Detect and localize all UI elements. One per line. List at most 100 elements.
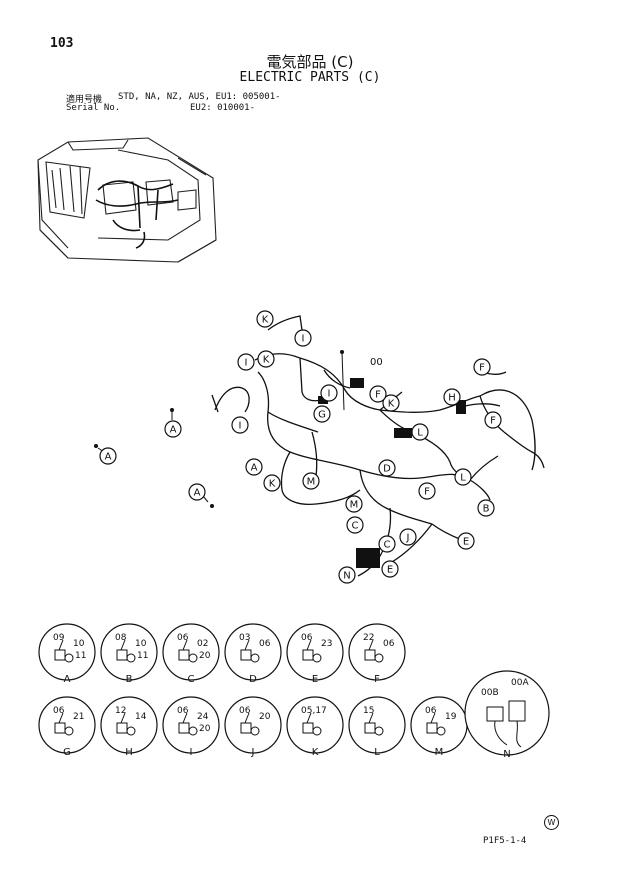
detail-part-sketch <box>178 639 198 663</box>
callout-label: F <box>424 487 430 498</box>
serial-label-jp: 適用号機 <box>66 95 103 105</box>
callout-label: D <box>383 464 391 475</box>
detail-letter: I <box>190 747 193 758</box>
callout-f: F <box>369 385 387 403</box>
detail-letter: D <box>249 674 257 685</box>
callout-l: L <box>411 423 429 441</box>
callout-c: C <box>378 535 396 553</box>
callout-label: L <box>417 428 423 439</box>
callout-label: K <box>262 315 269 326</box>
detail-part-number: 06 <box>259 639 271 649</box>
callout-label: A <box>194 488 201 499</box>
callout-k: K <box>257 350 275 368</box>
callout-00: 00 <box>370 357 383 368</box>
detail-part-number: 06 <box>383 639 395 649</box>
detail-l: 15L <box>348 696 406 758</box>
detail-i: 06 24 20I <box>162 696 220 758</box>
callout-m: M <box>302 472 320 490</box>
detail-part-number: 09 <box>53 633 65 643</box>
detail-part-number: 11 <box>137 651 148 661</box>
detail-n: 00A 00B N <box>464 670 550 760</box>
detail-part-sketch <box>240 712 260 736</box>
detail-b: 08 10 11B <box>100 623 158 685</box>
callout-b: B <box>477 499 495 517</box>
callout-f: F <box>484 411 502 429</box>
detail-letter: K <box>312 747 319 758</box>
detail-part-number: 06 <box>177 706 189 716</box>
detail-part-sketch <box>116 712 136 736</box>
callout-label: I <box>239 421 242 432</box>
callout-f: F <box>473 358 491 376</box>
callout-label: K <box>388 399 395 410</box>
detail-part-number: 00A <box>511 678 529 688</box>
detail-part-number: 24 <box>197 712 209 722</box>
detail-part-sketch <box>240 639 260 663</box>
detail-part-sketch <box>364 712 384 736</box>
callout-label: F <box>375 390 381 401</box>
page-title-jp: 電気部品 (C) <box>266 53 354 71</box>
callout-label: A <box>105 452 112 463</box>
callout-label: A <box>251 463 258 474</box>
detail-letter: N <box>503 749 510 760</box>
callout-label: K <box>269 479 276 490</box>
detail-part-number: 23 <box>321 639 332 649</box>
detail-part-number: 10 <box>135 639 147 649</box>
callout-label: 00 <box>370 357 383 368</box>
callout-label: N <box>343 571 350 582</box>
detail-part-number: 22 <box>363 633 374 643</box>
callout-label: B <box>483 504 490 515</box>
detail-part-number: 20 <box>199 724 211 734</box>
watermark-w-mark: W <box>544 815 559 830</box>
detail-part-number: 06 <box>301 633 313 643</box>
serial-label-en: Serial No. <box>66 103 121 113</box>
callout-a: A <box>245 458 263 476</box>
detail-letter: L <box>374 747 380 758</box>
callout-label: I <box>302 334 305 345</box>
callout-a: A <box>164 420 182 438</box>
detail-part-number: 08 <box>115 633 127 643</box>
callout-label: K <box>263 355 270 366</box>
callout-k: K <box>256 310 274 328</box>
detail-part-number: 20 <box>199 651 211 661</box>
callout-label: E <box>387 565 393 576</box>
callout-label: C <box>384 540 391 551</box>
callout-m: M <box>345 495 363 513</box>
detail-c: 06 02 20C <box>162 623 220 685</box>
detail-part-sketch <box>486 700 526 748</box>
detail-part-number: 02 <box>197 639 208 649</box>
detail-part-sketch <box>54 712 74 736</box>
callout-label: F <box>479 363 485 374</box>
detail-part-number: 15 <box>363 706 374 716</box>
callout-k: K <box>263 474 281 492</box>
detail-letter: J <box>251 747 255 758</box>
detail-part-sketch <box>302 712 322 736</box>
detail-letter: C <box>188 674 195 685</box>
detail-letter: F <box>374 674 380 685</box>
detail-letter: B <box>126 674 133 685</box>
figure-code: P1F5-1-4 <box>483 836 527 846</box>
detail-part-number: 06 <box>177 633 189 643</box>
detail-letter: M <box>435 747 444 758</box>
page-number: 103 <box>50 36 74 51</box>
callout-h: H <box>443 388 461 406</box>
detail-part-number: 00B <box>481 688 499 698</box>
detail-part-number: 14 <box>135 712 147 722</box>
serial-range-line-2: EU2: 010001- <box>190 103 256 113</box>
machine-overview-illustration <box>37 137 217 263</box>
detail-part-sketch <box>178 712 198 736</box>
detail-part-number: 19 <box>445 712 457 722</box>
callout-n: N <box>338 566 356 584</box>
callout-label: I <box>328 389 331 400</box>
detail-letter: G <box>63 747 71 758</box>
callout-label: I <box>245 358 248 369</box>
detail-part-sketch <box>116 639 136 663</box>
detail-letter: A <box>64 674 71 685</box>
callout-label: H <box>448 393 456 404</box>
